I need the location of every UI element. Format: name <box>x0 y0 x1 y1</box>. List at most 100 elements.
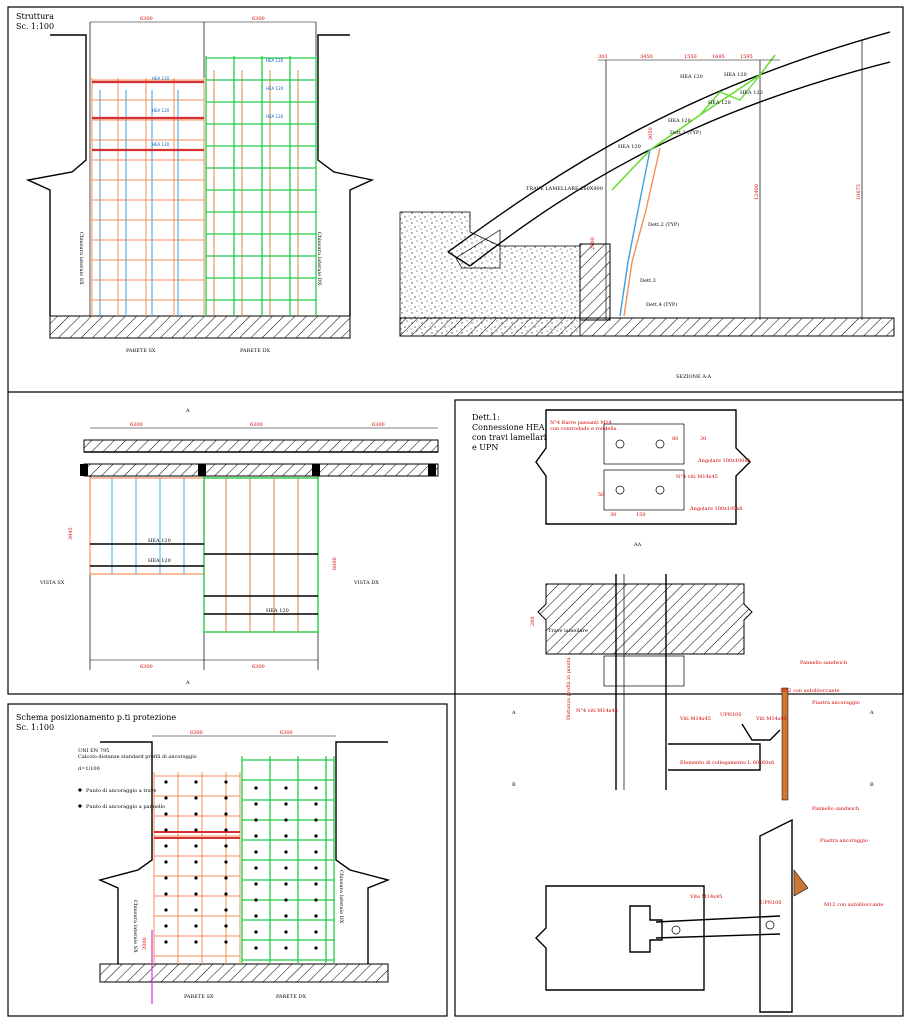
svg-text:Angolare 100x100x8: Angolare 100x100x8 <box>689 506 742 512</box>
svg-text:1550: 1550 <box>684 54 697 60</box>
anchor-point <box>254 946 258 950</box>
anchor-point <box>284 930 288 934</box>
anchor-point <box>254 834 258 838</box>
svg-text:Vite M14x45: Vite M14x45 <box>689 894 722 900</box>
anchor-point <box>284 786 288 790</box>
svg-text:B: B <box>870 782 874 788</box>
svg-text:303: 303 <box>598 54 608 60</box>
struttura-title: Struttura <box>16 12 54 21</box>
anchor-point <box>314 786 318 790</box>
anchor-point <box>164 892 168 896</box>
anchor-point <box>164 796 168 800</box>
anchor-point <box>254 930 258 934</box>
svg-text:Elemento di collegamento L 60x: Elemento di collegamento L 60x60x6 <box>680 760 774 766</box>
svg-text:Chiusura laterale DX: Chiusura laterale DX <box>338 870 344 924</box>
anchor-point <box>194 940 198 944</box>
svg-text:6300: 6300 <box>190 730 203 736</box>
panel-sezione: 303 3450 1550 1695 1595 12400 10675 2900… <box>399 31 895 380</box>
svg-text:3945: 3945 <box>68 527 74 540</box>
anchor-point <box>194 892 198 896</box>
anchor-point <box>164 924 168 928</box>
svg-text:PARETE DX: PARETE DX <box>276 994 307 1000</box>
anchor-point <box>194 796 198 800</box>
panel-schema: Schema posizionamento p.ti protezione Sc… <box>16 713 391 1004</box>
svg-text:6300: 6300 <box>250 422 263 428</box>
anchor-point <box>254 914 258 918</box>
anchor-point <box>254 850 258 854</box>
anchor-point <box>314 882 318 886</box>
anchor-point <box>284 850 288 854</box>
svg-text:HEA 120: HEA 120 <box>668 118 691 124</box>
anchor-point <box>194 860 198 864</box>
svg-text:Chiusura laterale SX: Chiusura laterale SX <box>78 232 84 285</box>
anchor-point <box>284 834 288 838</box>
anchor-point <box>284 818 288 822</box>
panel-struttura: Struttura Sc. 1:100 6300 6300 PARETE SX … <box>16 12 375 354</box>
anchor-point <box>314 946 318 950</box>
svg-text:3450: 3450 <box>640 54 653 60</box>
svg-text:Calcolo distanze standard prof: Calcolo distanze standard profili di anc… <box>78 754 197 760</box>
svg-text:6300: 6300 <box>140 664 153 670</box>
panel-pianta: 6300 6300 6300 6300 6300 3945 6000 VISTA… <box>39 408 439 686</box>
svg-text:HEA 120: HEA 120 <box>266 58 284 63</box>
svg-text:PARETE SX: PARETE SX <box>126 348 156 354</box>
svg-text:Viti M14x45: Viti M14x45 <box>755 716 787 722</box>
anchor-point <box>284 866 288 870</box>
anchor-point <box>314 914 318 918</box>
anchor-point <box>224 908 228 912</box>
anchor-point <box>314 930 318 934</box>
panel-dettaglio: Dett.1: Connessione HEA con travi lamell… <box>472 409 884 1013</box>
svg-text:con controdado e rondella: con controdado e rondella <box>550 426 617 432</box>
anchor-point <box>224 940 228 944</box>
svg-text:12400: 12400 <box>754 184 760 200</box>
svg-text:1695: 1695 <box>712 54 725 60</box>
anchor-point <box>254 818 258 822</box>
anchor-point <box>314 866 318 870</box>
grid-parete-dx <box>205 56 317 316</box>
anchor-point <box>254 898 258 902</box>
svg-text:30: 30 <box>700 436 706 442</box>
svg-text:Pannello sandwich: Pannello sandwich <box>800 660 848 666</box>
svg-text:SEZIONE A-A: SEZIONE A-A <box>676 374 712 380</box>
anchor-point <box>254 802 258 806</box>
anchor-point <box>194 924 198 928</box>
svg-text:A: A <box>185 680 190 686</box>
svg-text:Schema posizionamento p.ti pro: Schema posizionamento p.ti protezione <box>16 713 176 722</box>
svg-text:Chiusura laterale SX: Chiusura laterale SX <box>132 900 138 953</box>
svg-text:HEA 120: HEA 120 <box>148 558 171 564</box>
svg-text:6300: 6300 <box>252 664 265 670</box>
svg-text:UNI EN 795: UNI EN 795 <box>78 748 109 754</box>
svg-text:PARETE DX: PARETE DX <box>240 348 271 354</box>
plan-right-grid <box>203 477 319 633</box>
anchor-point <box>284 882 288 886</box>
svg-text:6300: 6300 <box>280 730 293 736</box>
svg-text:VISTA SX: VISTA SX <box>39 580 65 586</box>
svg-text:HEA 120: HEA 120 <box>266 86 284 91</box>
svg-text:HEA 120: HEA 120 <box>708 100 731 106</box>
svg-text:Chiusura laterale DX: Chiusura laterale DX <box>316 232 322 286</box>
svg-text:M12 con autobloccante: M12 con autobloccante <box>780 688 840 694</box>
svg-text:Sc. 1:100: Sc. 1:100 <box>16 723 54 732</box>
anchor-point <box>224 892 228 896</box>
anchor-point <box>194 812 198 816</box>
svg-text:HEA 120: HEA 120 <box>740 90 763 96</box>
anchor-point <box>224 796 228 800</box>
svg-text:HEA 120: HEA 120 <box>152 142 170 147</box>
svg-text:Viti M14x45: Viti M14x45 <box>679 716 711 722</box>
svg-text:6300: 6300 <box>372 422 385 428</box>
anchor-point <box>194 908 198 912</box>
svg-text:260: 260 <box>530 616 536 626</box>
anchor-point <box>224 844 228 848</box>
svg-text:A: A <box>869 710 874 716</box>
anchor-point <box>164 828 168 832</box>
svg-text:HEA 120: HEA 120 <box>152 76 170 81</box>
anchor-point <box>164 812 168 816</box>
svg-text:N°4 viti M14x45: N°4 viti M14x45 <box>676 474 718 480</box>
anchor-point <box>224 860 228 864</box>
svg-text:6000: 6000 <box>332 557 338 570</box>
anchor-point <box>284 898 288 902</box>
svg-text:VISTA DX: VISTA DX <box>353 580 379 586</box>
svg-text:UPN100: UPN100 <box>720 712 742 718</box>
svg-text:80: 80 <box>672 436 678 442</box>
